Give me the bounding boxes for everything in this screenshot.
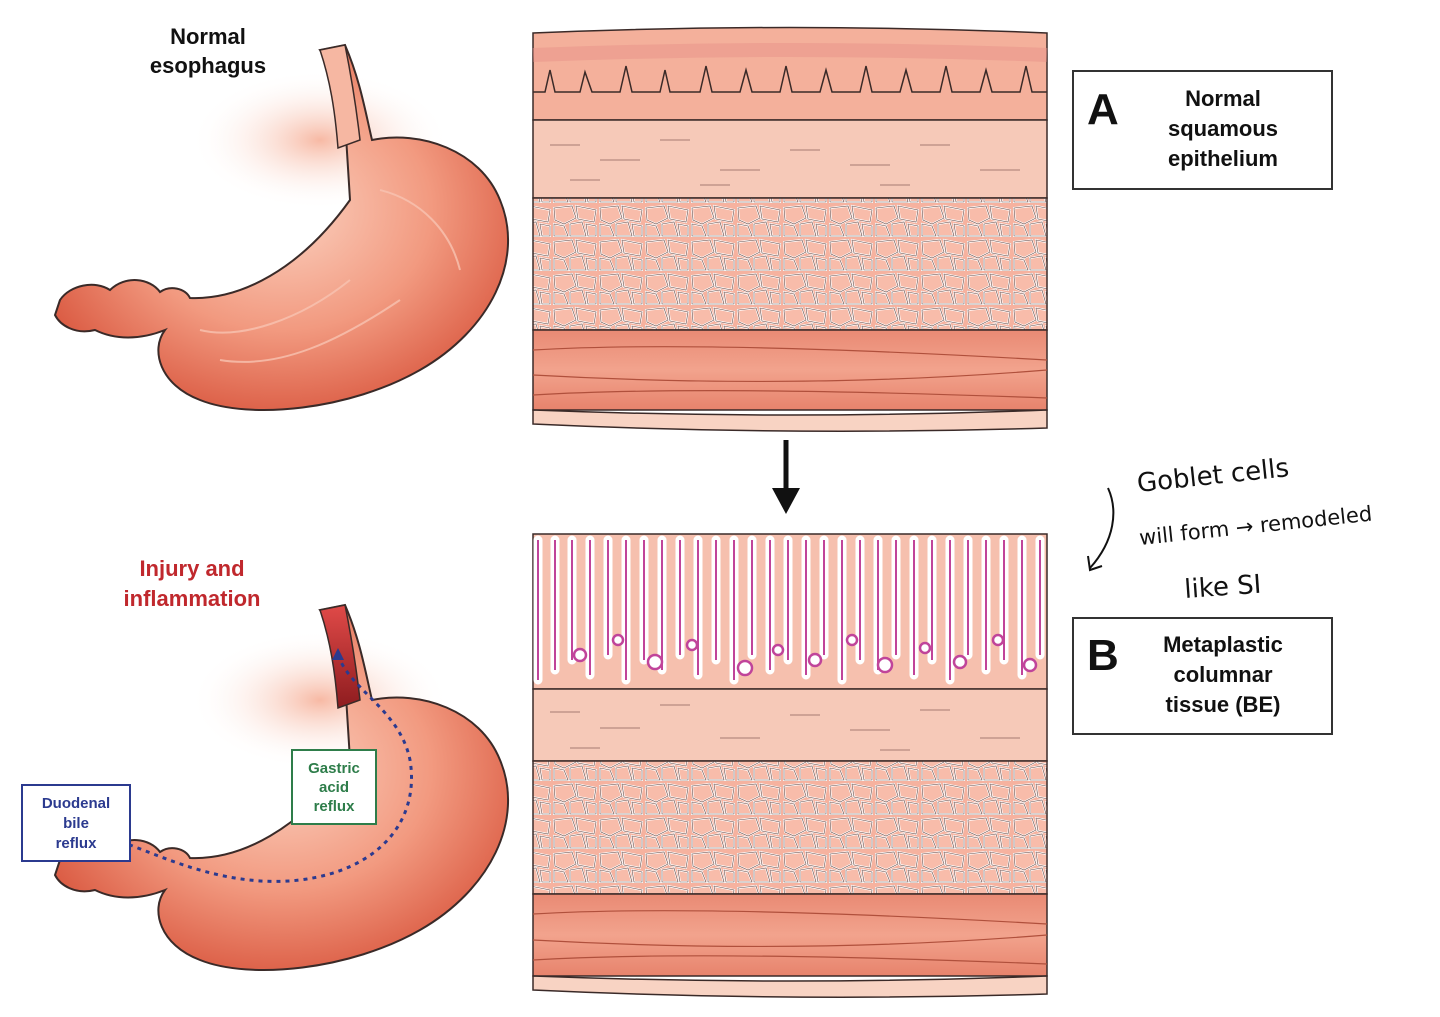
stage-b-text-line1: Metaplastic bbox=[1163, 632, 1283, 657]
normal-esophagus-label-line2: esophagus bbox=[150, 53, 266, 78]
note-line2: will form → remodeled bbox=[1138, 502, 1373, 550]
stage-a-text-line2: squamous bbox=[1168, 116, 1278, 141]
injury-label-line1: Injury and bbox=[139, 556, 244, 581]
stage-b-text-line3: tissue (BE) bbox=[1166, 692, 1281, 717]
down-arrow-icon bbox=[772, 440, 800, 514]
note-line3: like SI bbox=[1183, 570, 1262, 605]
injury-label-line2: inflammation bbox=[124, 586, 261, 611]
duodenal-bile-box bbox=[21, 784, 131, 862]
stage-a-text-line1: Normal bbox=[1185, 86, 1261, 111]
stage-a-letter: A bbox=[1087, 85, 1119, 134]
gastric-acid-box bbox=[291, 749, 377, 825]
stage-b-box bbox=[1072, 617, 1333, 735]
curved-arrow-icon bbox=[1089, 487, 1115, 569]
reflux-paths bbox=[129, 648, 413, 883]
note-line1: Goblet cells bbox=[1136, 453, 1291, 499]
duodenal-box-line3: reflux bbox=[56, 835, 98, 852]
metaplastic-tissue-cross-section bbox=[532, 533, 1048, 998]
gastric-box-line1: Gastric bbox=[308, 760, 360, 777]
stage-b-text-line2: columnar bbox=[1173, 662, 1272, 687]
normal-tissue-cross-section bbox=[532, 26, 1048, 432]
stage-a-text-line3: epithelium bbox=[1168, 146, 1278, 171]
handwritten-annotation: Goblet cells will form → remodeled like … bbox=[1087, 453, 1373, 605]
stage-b-letter: B bbox=[1087, 631, 1119, 680]
inflamed-stomach-illustration bbox=[53, 603, 509, 971]
gastric-box-line3: reflux bbox=[314, 798, 356, 815]
duodenal-box-line2: bile bbox=[63, 815, 89, 832]
normal-esophagus-label-line1: Normal bbox=[170, 24, 246, 49]
gastric-box-line2: acid bbox=[319, 779, 349, 796]
duodenal-box-line1: Duodenal bbox=[42, 795, 110, 812]
normal-stomach-illustration bbox=[53, 43, 509, 411]
stage-a-box bbox=[1072, 70, 1333, 190]
